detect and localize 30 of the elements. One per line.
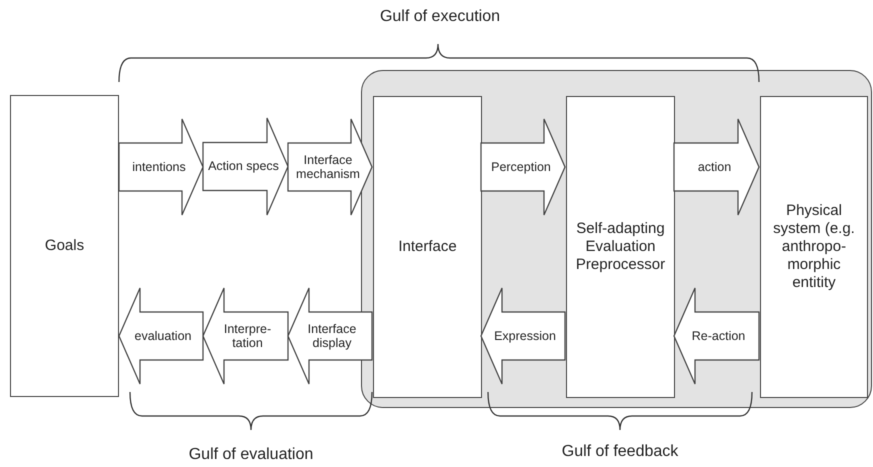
arrow-label: Action specs [208, 159, 279, 174]
gulf-label: Gulf of evaluation [188, 446, 314, 464]
edge-label: Re-action [692, 328, 746, 344]
block-arrow [118, 287, 204, 385]
edge-label: evaluation [134, 328, 192, 344]
block-arrow [287, 118, 373, 216]
block-arrow [287, 287, 373, 385]
block-arrow [480, 118, 566, 216]
edge-label: intentions [132, 160, 186, 174]
block-arrow [118, 118, 204, 216]
edge-label: Perception [491, 160, 551, 174]
arrow-label: Interpre- tation [222, 322, 272, 350]
edge-label: Interface mechanism [295, 152, 361, 182]
box-label: Self-adapting Evaluation Preprocessor [574, 220, 666, 274]
process-box [566, 96, 675, 398]
panel-background [361, 70, 872, 408]
process-box [373, 96, 482, 398]
process-box [10, 95, 119, 397]
block-arrow [673, 287, 760, 385]
gulf-label: Gulf of execution [380, 8, 500, 26]
process-box [760, 96, 868, 398]
edge-label: Expression [494, 328, 556, 344]
block-arrow [480, 287, 566, 385]
gulf-label: Gulf of feedback [562, 443, 678, 461]
edge-label: Interface display [306, 322, 358, 350]
box-label: Goals [44, 237, 86, 255]
edge-label: action [698, 160, 732, 174]
box-label: Interface [397, 238, 458, 256]
block-arrow [673, 118, 760, 216]
box-label: Physical system (e.g. anthropo- morphic entitity [772, 202, 856, 292]
